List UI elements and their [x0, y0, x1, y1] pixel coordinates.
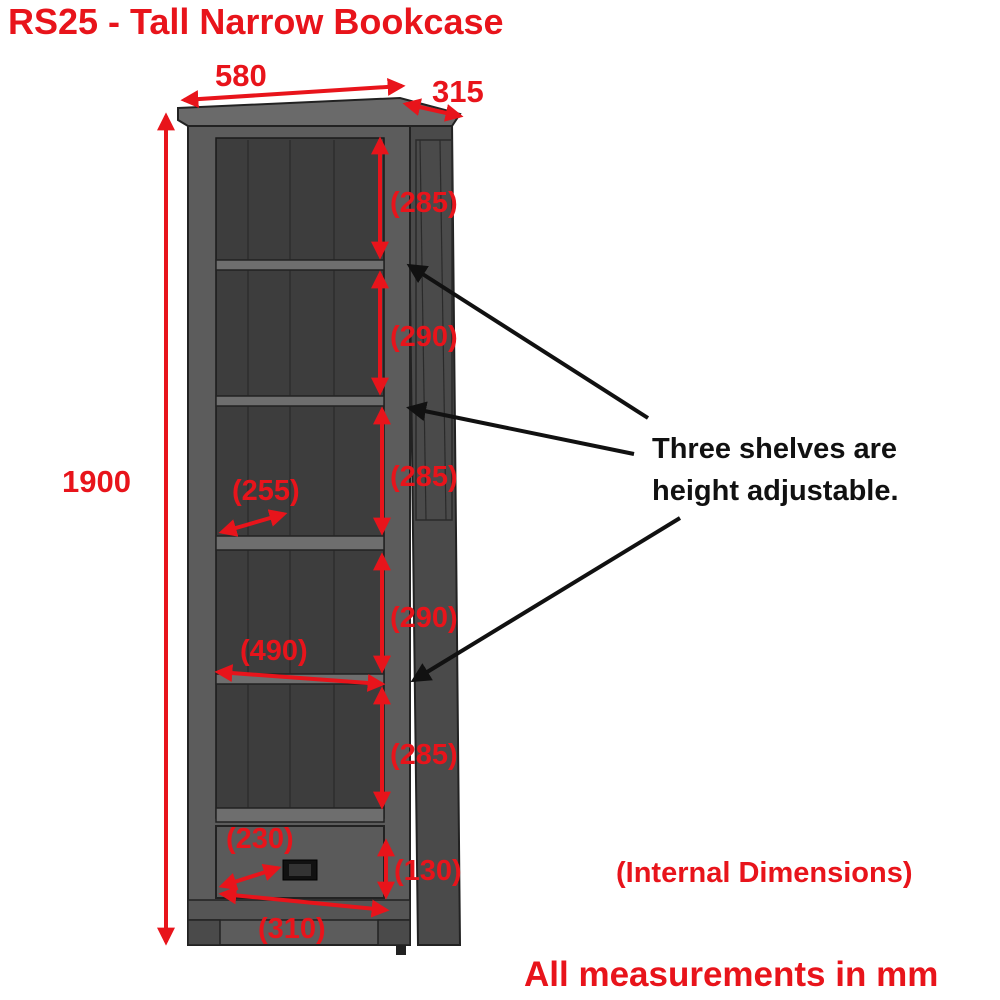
drawer-depth-line — [218, 863, 282, 891]
shelf-height-label-3: (285) — [390, 461, 458, 493]
shelf — [215, 807, 385, 823]
callout-arrow-2 — [406, 401, 635, 456]
callout-arrow-3 — [410, 516, 682, 683]
shelf — [215, 259, 385, 271]
leg — [187, 919, 221, 946]
page-title: RS25 - Tall Narrow Bookcase — [8, 1, 504, 42]
internal-width-label: (490) — [240, 635, 308, 667]
shelf — [215, 395, 385, 407]
top-board — [177, 96, 462, 127]
leg — [377, 919, 411, 946]
depth-dimension-line — [402, 98, 464, 122]
internal-depth-label: (255) — [232, 475, 300, 507]
shelf-height-label-5: (285) — [390, 739, 458, 771]
internal-width-line — [214, 664, 386, 692]
width-dimension-line — [180, 77, 406, 109]
overall-width-label: 580 — [215, 58, 267, 93]
bookcase-illustration — [177, 96, 462, 955]
overall-height-label: 1900 — [62, 464, 131, 499]
shelf-height-label-1: (285) — [390, 187, 458, 219]
shelf — [215, 535, 385, 551]
drawer-width-label: (310) — [258, 913, 326, 945]
callout-line-1: Three shelves are — [652, 433, 897, 465]
units-note: All measurements in mm — [524, 955, 938, 994]
drawer-depth-label: (230) — [226, 823, 294, 855]
overall-depth-label: 315 — [432, 74, 484, 109]
callout-line-2: height adjustable. — [652, 475, 899, 507]
drawer-height-label: (130) — [394, 855, 462, 887]
drawer-width-line — [218, 886, 390, 918]
shelf-height-label-4: (290) — [390, 602, 458, 634]
shelf-height-label-2: (290) — [390, 321, 458, 353]
internal-depth-line — [218, 509, 288, 537]
callout-arrow-1 — [406, 263, 650, 420]
internal-dimensions-note: (Internal Dimensions) — [616, 857, 913, 889]
